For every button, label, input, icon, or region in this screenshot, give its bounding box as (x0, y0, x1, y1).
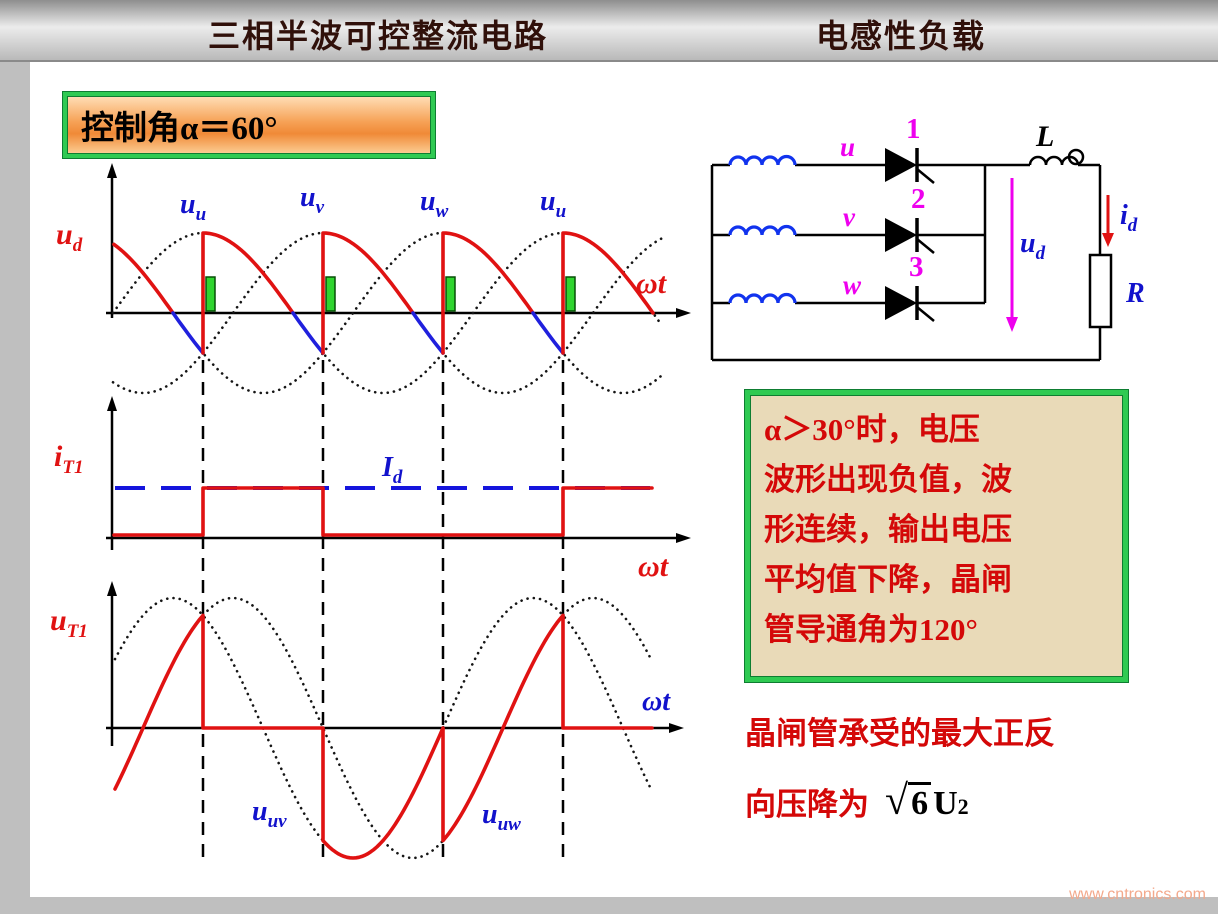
gate-pulse (565, 276, 576, 312)
note-box: α＞30°时，电压 波形出现负值，波 形连续，输出电压 平均值下降，晶闸 管导通… (745, 390, 1128, 682)
ud-output-u2 (561, 231, 655, 355)
radical-sign: √ (885, 778, 909, 824)
id-arrow-head (1102, 233, 1114, 247)
gate-pulse (205, 276, 216, 312)
thyristor-2 (885, 218, 935, 254)
ut1-voltage-wave (113, 613, 654, 860)
ud-output-v (321, 231, 415, 355)
control-angle-label: 控制角α＝60° (81, 111, 278, 147)
thyristor-1 (885, 148, 935, 184)
thyristor-3 (885, 286, 935, 322)
thyristor-3-number: 3 (909, 251, 924, 283)
phase-inductor-u (728, 154, 797, 166)
page-title: 三相半波可控整流电路 (208, 18, 549, 54)
uuv-label: uuv (252, 796, 287, 832)
ud-output-w (441, 231, 535, 355)
circuit-diagram: u v w 1 2 3 L R id ud (710, 113, 1145, 362)
control-angle-box: 控制角α＝60° (63, 92, 435, 158)
thyristor1-current-wave (112, 486, 654, 537)
ud-negative-w0 (171, 311, 205, 355)
ud-negative-u1 (291, 311, 325, 355)
thyristor-2-number: 2 (911, 183, 926, 215)
circuit-wires (710, 163, 1102, 362)
gate-pulse (445, 276, 456, 312)
load-resistor (1088, 253, 1113, 329)
gate-pulse (325, 276, 336, 312)
load-inductor-loop (1067, 148, 1085, 166)
id-current-label: id (1120, 200, 1138, 236)
note-line: 管导通角为120° (764, 612, 978, 647)
conclusion-line1: 晶闸管承受的最大正反 (745, 716, 1055, 751)
phase-v-sine-dotted (111, 231, 664, 395)
inductor-L-label: L (1035, 120, 1054, 153)
phase-u-label: u (840, 132, 855, 162)
note-line: 形连续，输出电压 (764, 512, 1012, 547)
phase-inductor-w (728, 292, 797, 304)
phase-w-label: w (843, 270, 862, 300)
watermark: www.cntronics.com (1069, 886, 1206, 903)
note-line: 平均值下降，晶闸 (764, 562, 1012, 597)
note-line: 波形出现负值，波 (764, 462, 1012, 497)
conclusion-line2: 向压降为 (745, 787, 869, 822)
phase-w-sine-dotted (111, 231, 664, 395)
phase-inductor-v (728, 224, 797, 236)
firing-instant-dashed-lines (201, 316, 565, 866)
thyristor-1-number: 1 (906, 113, 921, 145)
resistor-R-label: R (1125, 278, 1145, 309)
phase-label-uv: uv (300, 182, 325, 218)
load-type-title: 电感性负载 (816, 18, 987, 54)
plot1-y-label: ud (56, 218, 83, 256)
plot2-y-label: iT1 (54, 440, 83, 478)
ud-negative-v (411, 311, 445, 355)
waveform-diagram: ud uu uv uw uu ωt iT1 Id ωt uT1 uuv uuw … (50, 163, 691, 866)
ud-arrow-head (1006, 317, 1018, 332)
plot2-x-label: ωt (638, 550, 670, 583)
ud-output-u1 (201, 231, 295, 355)
ud-negative-w (531, 311, 565, 355)
header-bar: 三相半波可控整流电路 电感性负载 (0, 0, 1218, 62)
phase-label-uu2: uu (540, 186, 566, 222)
plot3-y-label: uT1 (50, 604, 88, 642)
ud-voltage-label: ud (1020, 228, 1046, 264)
phase-v-label: v (843, 202, 856, 232)
phase-label-uu: uu (180, 189, 206, 225)
phase-label-uw: uw (420, 186, 449, 222)
uuw-label: uuw (482, 799, 521, 835)
note-line: α＞30°时，电压 (764, 412, 980, 447)
ud-output-w0 (112, 242, 175, 315)
plot3-x-label: ωt (642, 686, 671, 717)
id-label: Id (381, 452, 403, 488)
gate-pulses (205, 276, 576, 312)
